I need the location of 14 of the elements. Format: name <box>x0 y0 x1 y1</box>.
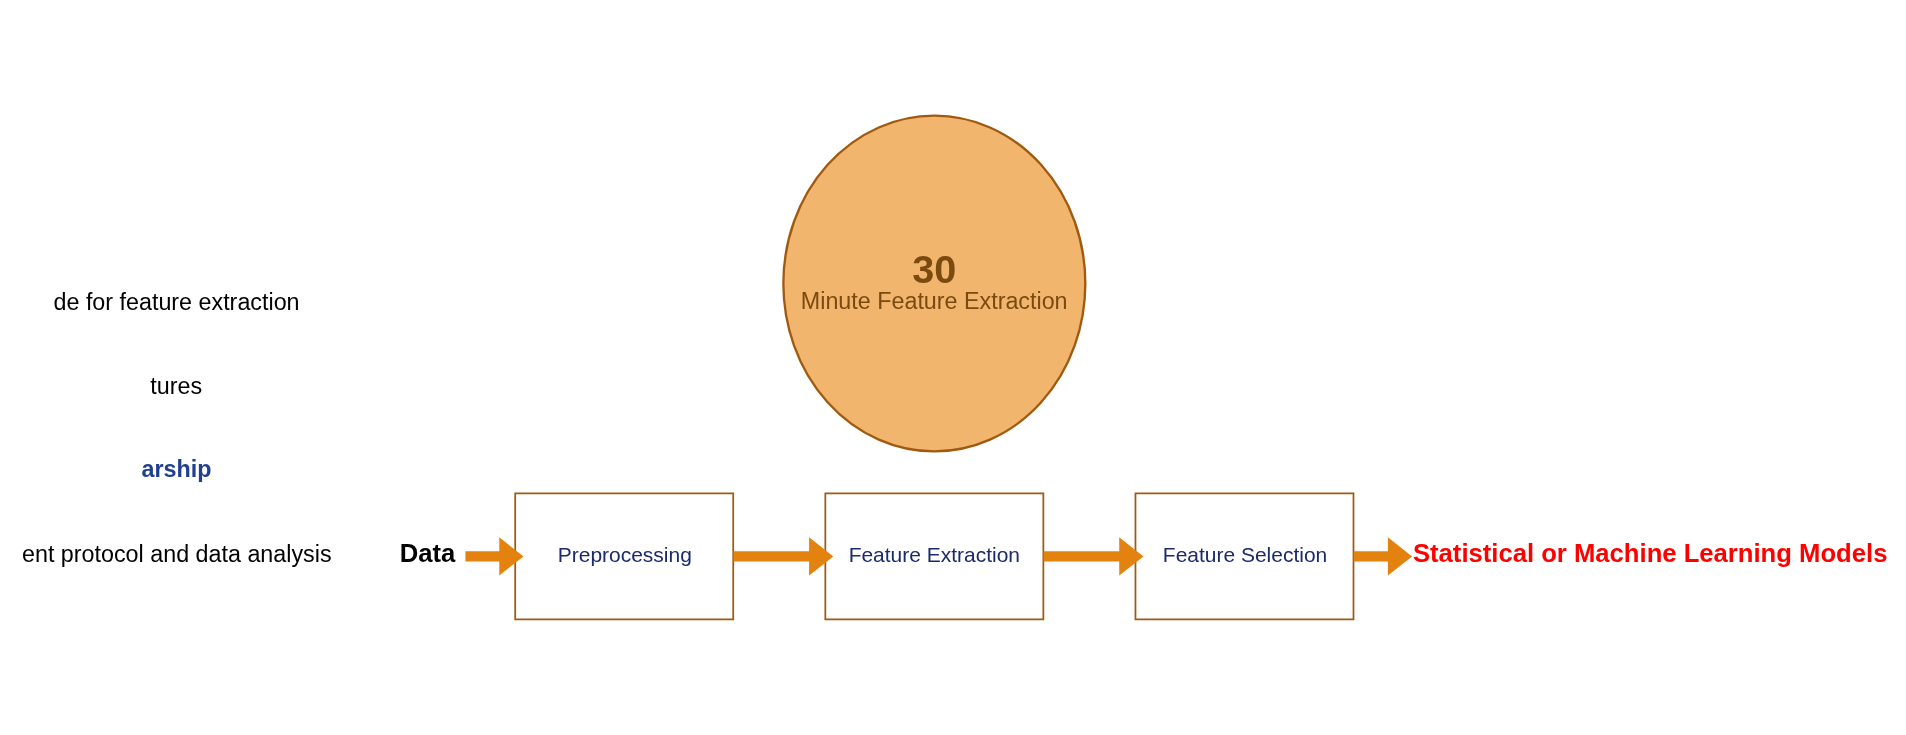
arrow <box>1353 537 1413 576</box>
node-box: Preprocessing <box>514 492 735 621</box>
label: arship <box>141 456 212 483</box>
node-ellipse: 30 Minute Feature Extraction <box>782 114 1087 453</box>
label: tures <box>150 373 203 400</box>
arrow <box>733 537 834 576</box>
node-box: Feature Extraction <box>824 492 1045 621</box>
label: de for feature extraction <box>53 289 300 316</box>
node-text: Data <box>399 538 456 567</box>
arrow <box>1043 537 1144 576</box>
label: ent protocol and data analysis <box>22 541 332 568</box>
arrow <box>465 537 524 576</box>
node-box: Feature Selection <box>1134 492 1355 621</box>
node-text: Statistical or Machine Learning Models <box>1412 538 1888 567</box>
